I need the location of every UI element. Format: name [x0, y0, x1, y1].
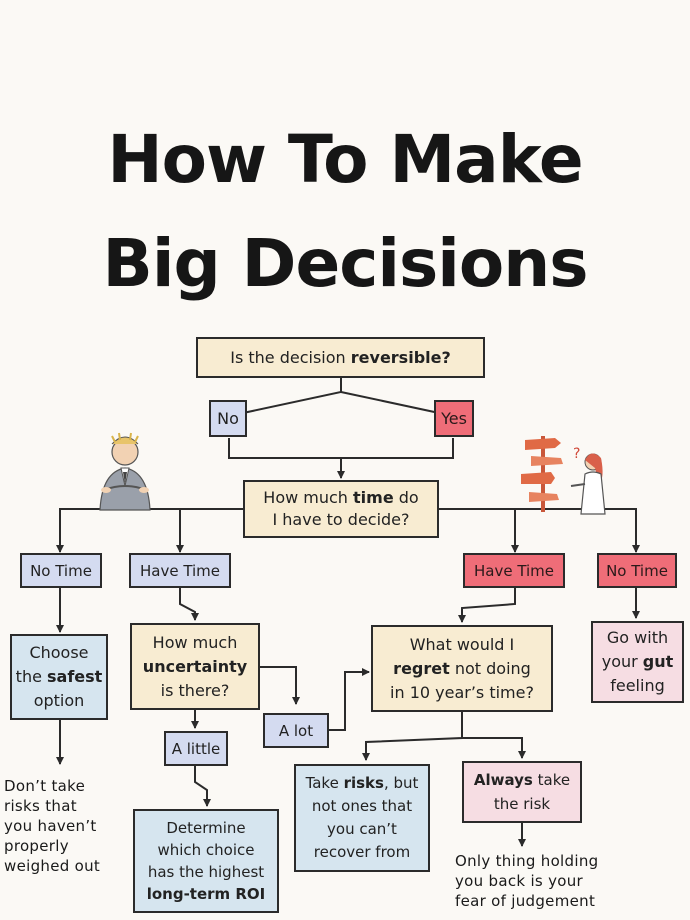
have-time-right-box: Have Time [463, 553, 565, 588]
no-time-right-box: No Time [597, 553, 677, 588]
thinking-man-illustration [99, 432, 151, 511]
svg-text:?: ? [573, 446, 580, 462]
long-term-roi-box: Determine which choice has the highest l… [133, 809, 279, 913]
a-little-answer-box: A little [164, 731, 228, 766]
title-line-1: How To Make [107, 121, 583, 198]
a-lot-answer-box: A lot [263, 713, 329, 748]
no-time-left-box: No Time [20, 553, 102, 588]
no-answer-box: No [209, 400, 247, 437]
signpost-woman-illustration: ? [521, 436, 606, 515]
time-question-box: How much time do I have to decide? [243, 480, 439, 538]
gut-feeling-box: Go with your gut feeling [591, 621, 684, 703]
yes-answer-box: Yes [434, 400, 474, 437]
title-line-2: Big Decisions [102, 225, 589, 302]
page-title: How To Make Big Decisions [0, 108, 690, 316]
have-time-left-box: Have Time [129, 553, 231, 588]
safest-option-box: Choose the safest option [10, 634, 108, 720]
always-take-risk-box: Always take the risk [462, 761, 582, 823]
dont-take-risks-note: Don’t take risks that you haven’t proper… [4, 777, 101, 875]
uncertainty-question-box: How much uncertainty is there? [130, 623, 260, 710]
regret-question-box: What would I regret not doing in 10 year… [371, 625, 553, 712]
reversible-question-box: Is the decision reversible? [196, 337, 485, 378]
fear-of-judgement-note: Only thing holding you back is your fear… [455, 852, 599, 910]
take-risks-box: Take risks, but not ones that you can’t … [294, 764, 430, 872]
